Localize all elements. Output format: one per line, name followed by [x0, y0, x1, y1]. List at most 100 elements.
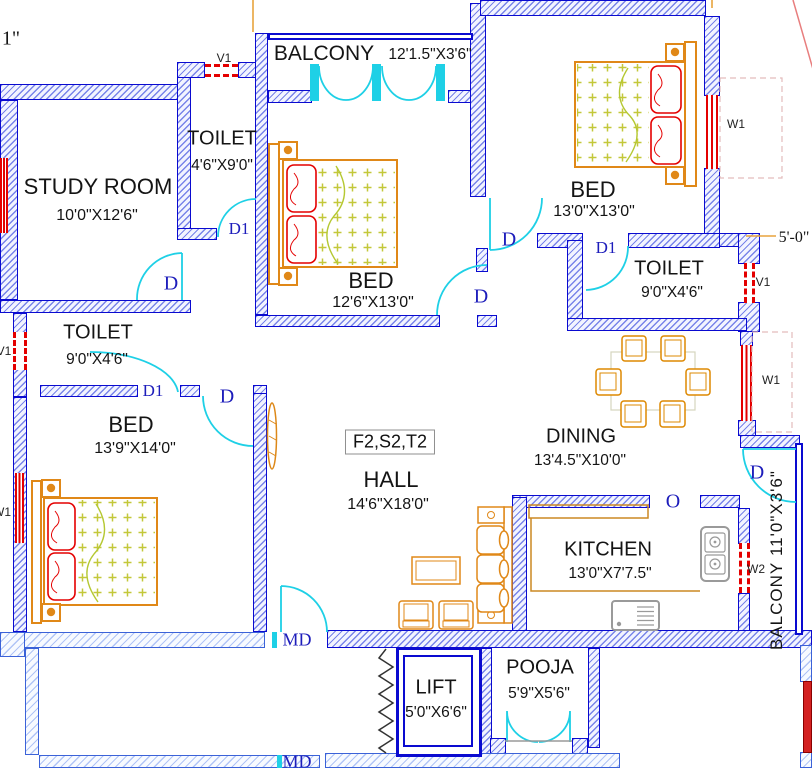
window-w1-dining [741, 345, 752, 421]
room-dims-study: 10'0"X12'6" [56, 207, 138, 224]
room-label-balcony-right: BALCONY 11'0"X3'6" [767, 470, 787, 650]
projection-dashed [719, 77, 793, 433]
window [0, 158, 8, 233]
kitchen-counter [528, 504, 700, 592]
wall-segment [268, 90, 312, 103]
wall-segment [738, 593, 750, 633]
room-dims-hall: 14'6"X18'0" [347, 496, 429, 513]
dimension-top-left: 1" [1, 27, 21, 50]
room-dims-kitchen: 13'0"X7'7.5" [568, 565, 652, 582]
room-label-balcony-top: BALCONY [273, 42, 375, 65]
wall-segment-light [800, 645, 812, 682]
main-door-label: MD [282, 629, 312, 650]
coffee-table [411, 556, 461, 585]
door-arc [280, 585, 328, 633]
window-w1-left [15, 473, 24, 543]
wall-segment [567, 318, 747, 331]
unit-tag: F2,S2,T2 [344, 429, 436, 455]
room-label-pooja: POOJA [506, 656, 574, 679]
room-label-bed-right: BED [570, 177, 616, 202]
balcony-top-parapet [268, 33, 473, 40]
wall-segment [567, 240, 583, 330]
sink-icon [611, 600, 660, 631]
dimension-right: 5'-0" [778, 229, 810, 246]
balcony-right-dims: 11'0"X3'6" [767, 470, 786, 557]
wall-segment [177, 62, 205, 78]
room-dims-toilet-top: 4'6"X9'0" [191, 157, 253, 174]
balcony-right-name: BALCONY [767, 561, 786, 650]
wall-segment [327, 630, 812, 648]
door-label: D [163, 272, 179, 295]
wall-segment [628, 233, 720, 248]
boundary-line [792, 0, 812, 69]
wall-segment [0, 84, 180, 100]
room-label-toilet-right: TOILET [634, 257, 704, 280]
stove-icon [700, 526, 730, 582]
wall-segment [740, 435, 800, 448]
room-label-lift: LIFT [415, 676, 457, 699]
wall-segment [588, 648, 600, 748]
wall-mirror [266, 402, 278, 470]
bed-furniture-master [268, 141, 398, 286]
room-label-dining: DINING [546, 425, 616, 448]
wall-segment [700, 495, 740, 508]
door-arcs [89, 197, 797, 633]
wall-segment [255, 315, 440, 327]
room-label-toilet-left: TOILET [63, 321, 133, 344]
room-dims-bed-master: 12'6"X13'0" [332, 294, 414, 311]
main-door-label: MD [282, 751, 312, 768]
door-label: D [501, 228, 517, 251]
bed-furniture-left [31, 479, 158, 624]
window-w1-topright [706, 95, 718, 169]
door-arc [489, 197, 543, 251]
door-leaf [277, 755, 282, 768]
room-label-study: STUDY ROOM [23, 174, 173, 199]
door-arc [436, 264, 488, 316]
room-label-hall: HALL [363, 467, 419, 492]
window-v1-left [13, 332, 27, 370]
room-label-bed-master: BED [348, 268, 394, 293]
lift-shaft-inner [403, 655, 473, 747]
room-dims-bed-right: 13'0"X13'0" [553, 203, 635, 220]
sofa [476, 506, 513, 624]
door-arc [202, 395, 254, 447]
dining-set [595, 335, 711, 428]
window-label-v1: V1 [0, 344, 12, 358]
wall-segment [480, 0, 706, 16]
room-dims-bed-left: 13'9"X14'0" [94, 440, 176, 457]
window-label-w1: W1 [0, 505, 11, 519]
wall-segment [180, 385, 200, 397]
wall-segment [0, 300, 191, 313]
wall-segment-light [0, 632, 265, 648]
dimension-leaders [252, 0, 776, 237]
wall-segment [477, 315, 497, 327]
window-label-v1: V1 [755, 275, 771, 289]
bed-furniture-top-right [574, 41, 697, 187]
wall-segment [253, 393, 267, 632]
door-arc [136, 252, 183, 301]
wall-segment [704, 168, 720, 234]
dining-chair [621, 335, 647, 362]
window-w2-kitchen [739, 543, 750, 593]
wall-segment [177, 228, 217, 240]
door1-label: D1 [595, 238, 617, 257]
armchair [398, 600, 434, 630]
door-arc [585, 245, 629, 291]
door1-label: D1 [142, 381, 164, 400]
wall-segment [448, 90, 473, 103]
window-label-w1: W1 [762, 373, 780, 387]
room-label-toilet-top: TOILET [187, 127, 257, 150]
dining-chair [595, 368, 622, 396]
wall-segment [704, 16, 720, 96]
door-leaf [272, 632, 277, 648]
wall-segment [470, 3, 486, 197]
window-label-w2: W2 [747, 562, 765, 576]
room-label-kitchen: KITCHEN [564, 538, 652, 561]
room-dims-toilet-right: 9'0"X4'6" [641, 284, 703, 301]
room-dims-pooja: 5'9"X5'6" [508, 685, 570, 702]
door-arc [742, 448, 797, 503]
room-label-bed-left: BED [108, 412, 154, 437]
dining-chair [620, 400, 647, 428]
wall-segment [40, 385, 138, 397]
